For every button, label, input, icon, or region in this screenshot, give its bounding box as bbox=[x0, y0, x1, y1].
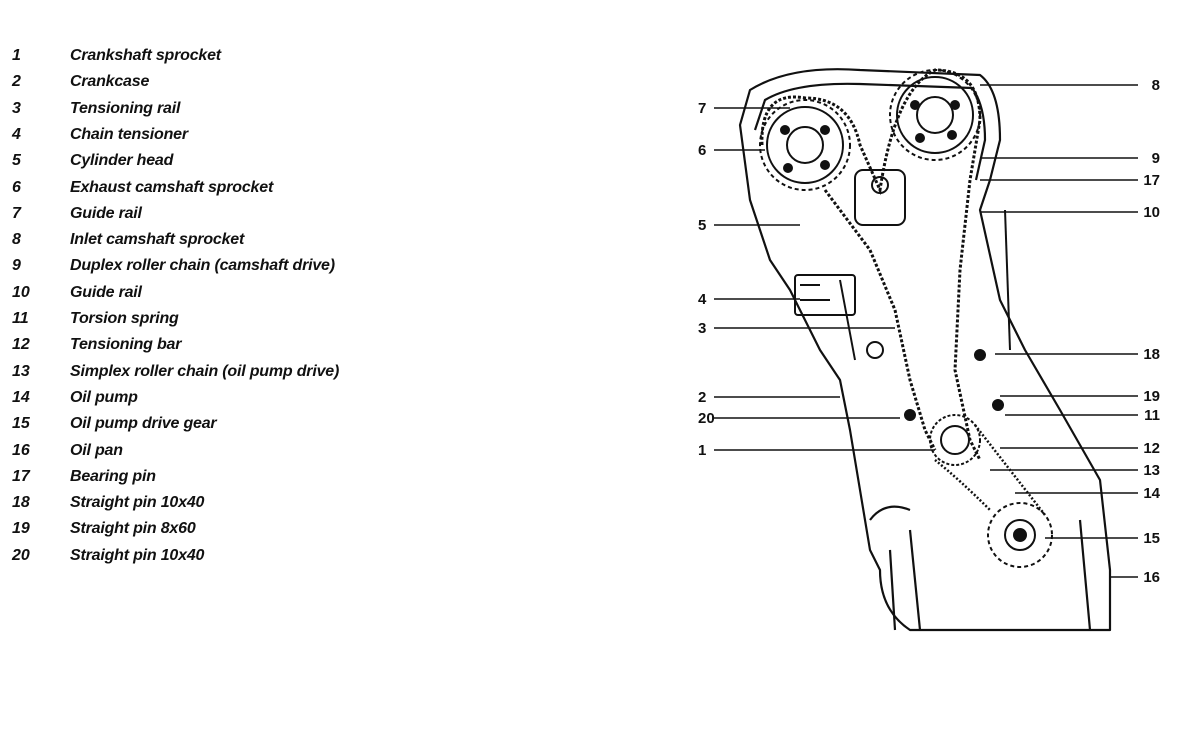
legend-item: 19 Straight pin 8x60 bbox=[0, 520, 640, 546]
legend-number: 13 bbox=[12, 362, 30, 380]
legend-label: Cylinder head bbox=[70, 152, 174, 170]
legend-item: 17 Bearing pin bbox=[0, 468, 640, 494]
crankshaft-sprocket bbox=[929, 414, 981, 466]
callout-number: 8 bbox=[1152, 77, 1160, 94]
callout-number: 20 bbox=[698, 410, 715, 427]
legend-item: 6 Exhaust camshaft sprocket bbox=[0, 179, 640, 205]
legend-label: Crankshaft sprocket bbox=[70, 47, 221, 64]
legend-label: Straight pin 10x40 bbox=[70, 546, 205, 564]
right-callouts: 8 9 17 10 18 19 11 12 13 14 15 16 bbox=[980, 77, 1161, 586]
legend-number: 6 bbox=[12, 178, 21, 196]
duplex-roller-chain bbox=[760, 68, 982, 461]
legend-label: Oil pan bbox=[70, 441, 123, 459]
legend-item: 1 Crankshaft sprocket bbox=[0, 47, 640, 73]
callout-number: 7 bbox=[698, 100, 706, 117]
callout-number: 12 bbox=[1143, 440, 1160, 457]
legend-item: 8 Inlet camshaft sprocket bbox=[0, 231, 640, 257]
legend-label: Bearing pin bbox=[70, 467, 156, 485]
callout-number: 3 bbox=[698, 320, 706, 337]
callout-number: 17 bbox=[1143, 172, 1160, 189]
legend-number: 9 bbox=[12, 257, 21, 275]
callout-number: 19 bbox=[1143, 388, 1160, 405]
callout-number: 15 bbox=[1143, 530, 1160, 547]
legend-item: 3 Tensioning rail bbox=[0, 100, 640, 126]
legend-item: 18 Straight pin 10x40 bbox=[0, 494, 640, 520]
legend-item: 13 Simplex roller chain (oil pump drive) bbox=[0, 363, 640, 389]
callout-number: 2 bbox=[698, 389, 706, 406]
legend-number: 18 bbox=[12, 494, 30, 512]
callout-number: 14 bbox=[1143, 485, 1160, 502]
legend-item: 11 Torsion spring bbox=[0, 310, 640, 336]
legend-number: 16 bbox=[12, 441, 30, 459]
legend-label: Oil pump bbox=[70, 388, 138, 406]
legend-label: Guide rail bbox=[70, 204, 142, 222]
legend-label: Duplex roller chain (camshaft drive) bbox=[70, 257, 335, 275]
legend-item: 7 Guide rail bbox=[0, 205, 640, 231]
callout-number: 11 bbox=[1144, 407, 1160, 424]
legend-number: 11 bbox=[12, 310, 29, 327]
legend-label: Exhaust camshaft sprocket bbox=[70, 178, 274, 196]
legend-item: 12 Tensioning bar bbox=[0, 336, 640, 362]
oil-pump-drive-gear bbox=[987, 502, 1053, 568]
legend-item: 4 Chain tensioner bbox=[0, 126, 640, 152]
legend-number: 15 bbox=[12, 415, 30, 433]
engine-outline bbox=[738, 68, 1112, 632]
legend-label: Guide rail bbox=[70, 283, 142, 301]
legend-number: 3 bbox=[12, 99, 21, 117]
legend-label: Tensioning bar bbox=[70, 336, 182, 354]
legend-number: 14 bbox=[12, 388, 30, 406]
legend-number: 4 bbox=[12, 125, 21, 143]
left-callouts: 7 6 5 4 3 2 20 1 bbox=[698, 100, 935, 459]
callout-number: 5 bbox=[698, 217, 706, 234]
chain-tensioner bbox=[794, 274, 856, 316]
exhaust-camshaft-sprocket bbox=[759, 99, 851, 191]
legend-label: Crankcase bbox=[70, 73, 150, 91]
legend-number: 7 bbox=[12, 204, 21, 222]
legend-label: Chain tensioner bbox=[70, 125, 188, 143]
callout-number: 13 bbox=[1143, 462, 1160, 479]
legend-number: 20 bbox=[12, 546, 30, 564]
legend-item: 10 Guide rail bbox=[0, 284, 640, 310]
legend-number: 8 bbox=[12, 231, 21, 249]
callout-number: 10 bbox=[1143, 204, 1160, 221]
legend-number: 10 bbox=[12, 283, 30, 301]
legend-item: 5 Cylinder head bbox=[0, 152, 640, 178]
legend-number: 17 bbox=[12, 467, 30, 485]
legend-label: Torsion spring bbox=[70, 310, 179, 327]
legend-label: Simplex roller chain (oil pump drive) bbox=[70, 362, 340, 380]
legend-label: Oil pump drive gear bbox=[70, 415, 217, 433]
legend-item: 15 Oil pump drive gear bbox=[0, 415, 640, 441]
legend-item: 9 Duplex roller chain (camshaft drive) bbox=[0, 257, 640, 283]
callout-number: 18 bbox=[1143, 346, 1160, 363]
callout-number: 1 bbox=[698, 442, 706, 459]
callout-number: 9 bbox=[1152, 150, 1160, 167]
legend-number: 1 bbox=[12, 47, 21, 64]
legend-number: 5 bbox=[12, 152, 21, 170]
callout-number: 16 bbox=[1143, 569, 1160, 586]
legend-label: Tensioning rail bbox=[70, 99, 181, 117]
guide-rails-and-pins bbox=[839, 169, 1011, 421]
timing-chain-diagram: 7 6 5 4 3 2 20 1 8 9 17 10 18 19 11 12 13 14 15 16 bbox=[698, 68, 1161, 632]
legend-item: 20 Straight pin 10x40 bbox=[0, 547, 640, 573]
legend-number: 2 bbox=[12, 73, 21, 91]
legend-label: Straight pin 10x40 bbox=[70, 494, 205, 512]
legend-item: 16 Oil pan bbox=[0, 442, 640, 468]
legend-label: Straight pin 8x60 bbox=[70, 520, 196, 538]
legend-number: 12 bbox=[12, 336, 30, 354]
legend-item: 14 Oil pump bbox=[0, 389, 640, 415]
legend-number: 19 bbox=[12, 520, 30, 538]
legend-label: Inlet camshaft sprocket bbox=[70, 231, 245, 249]
legend-item: 2 Crankcase bbox=[0, 73, 640, 99]
callout-number: 6 bbox=[698, 142, 706, 159]
inlet-camshaft-sprocket bbox=[889, 69, 981, 161]
callout-number: 4 bbox=[698, 291, 707, 308]
